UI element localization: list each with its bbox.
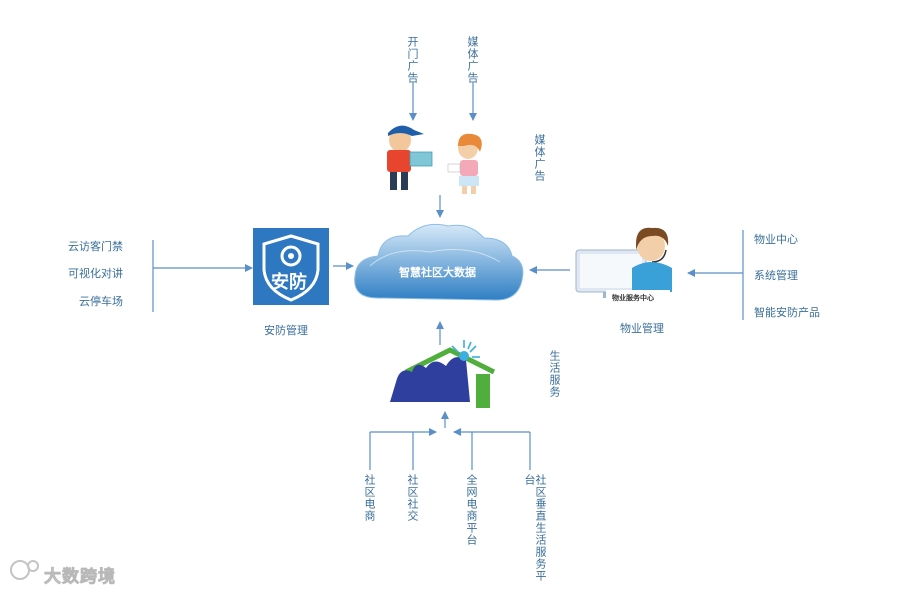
community-home-icon [390, 340, 496, 408]
bottom-input-3: 全网电商平台 [465, 474, 478, 546]
cloud-icon [354, 223, 524, 301]
service-screen-caption: 物业服务中心 [612, 294, 654, 302]
customer-service-icon [575, 227, 672, 302]
watermark-text: 大数跨境 [44, 567, 116, 588]
bottom-input-2: 社区社交 [406, 474, 419, 522]
left-input-3: 云停车场 [79, 295, 123, 308]
security-shield-icon [253, 228, 329, 305]
bottom-input-4: 社区垂直生活服务平台 [523, 474, 547, 582]
bottom-input-1: 社区电商 [363, 474, 376, 522]
delivery-people-icon [387, 125, 482, 194]
center-label: 智慧社区大数据 [399, 266, 476, 279]
bottom-side-label: 生活服务 [548, 350, 561, 398]
right-input-3: 智能安防产品 [754, 306, 820, 319]
top-side-label: 媒体广告 [533, 134, 546, 182]
top-input-label-1: 开门广告 [406, 36, 419, 84]
right-input-2: 系统管理 [754, 269, 798, 282]
security-badge-text: 安防 [271, 272, 307, 293]
top-input-label-2: 媒体广告 [466, 36, 479, 84]
left-title: 安防管理 [264, 324, 308, 337]
connector-lines [152, 82, 744, 470]
right-input-1: 物业中心 [754, 233, 798, 246]
left-input-2: 可视化对讲 [68, 267, 123, 280]
left-input-1: 云访客门禁 [68, 240, 123, 253]
watermark-logo-icon [10, 560, 39, 580]
right-title: 物业管理 [620, 322, 664, 335]
